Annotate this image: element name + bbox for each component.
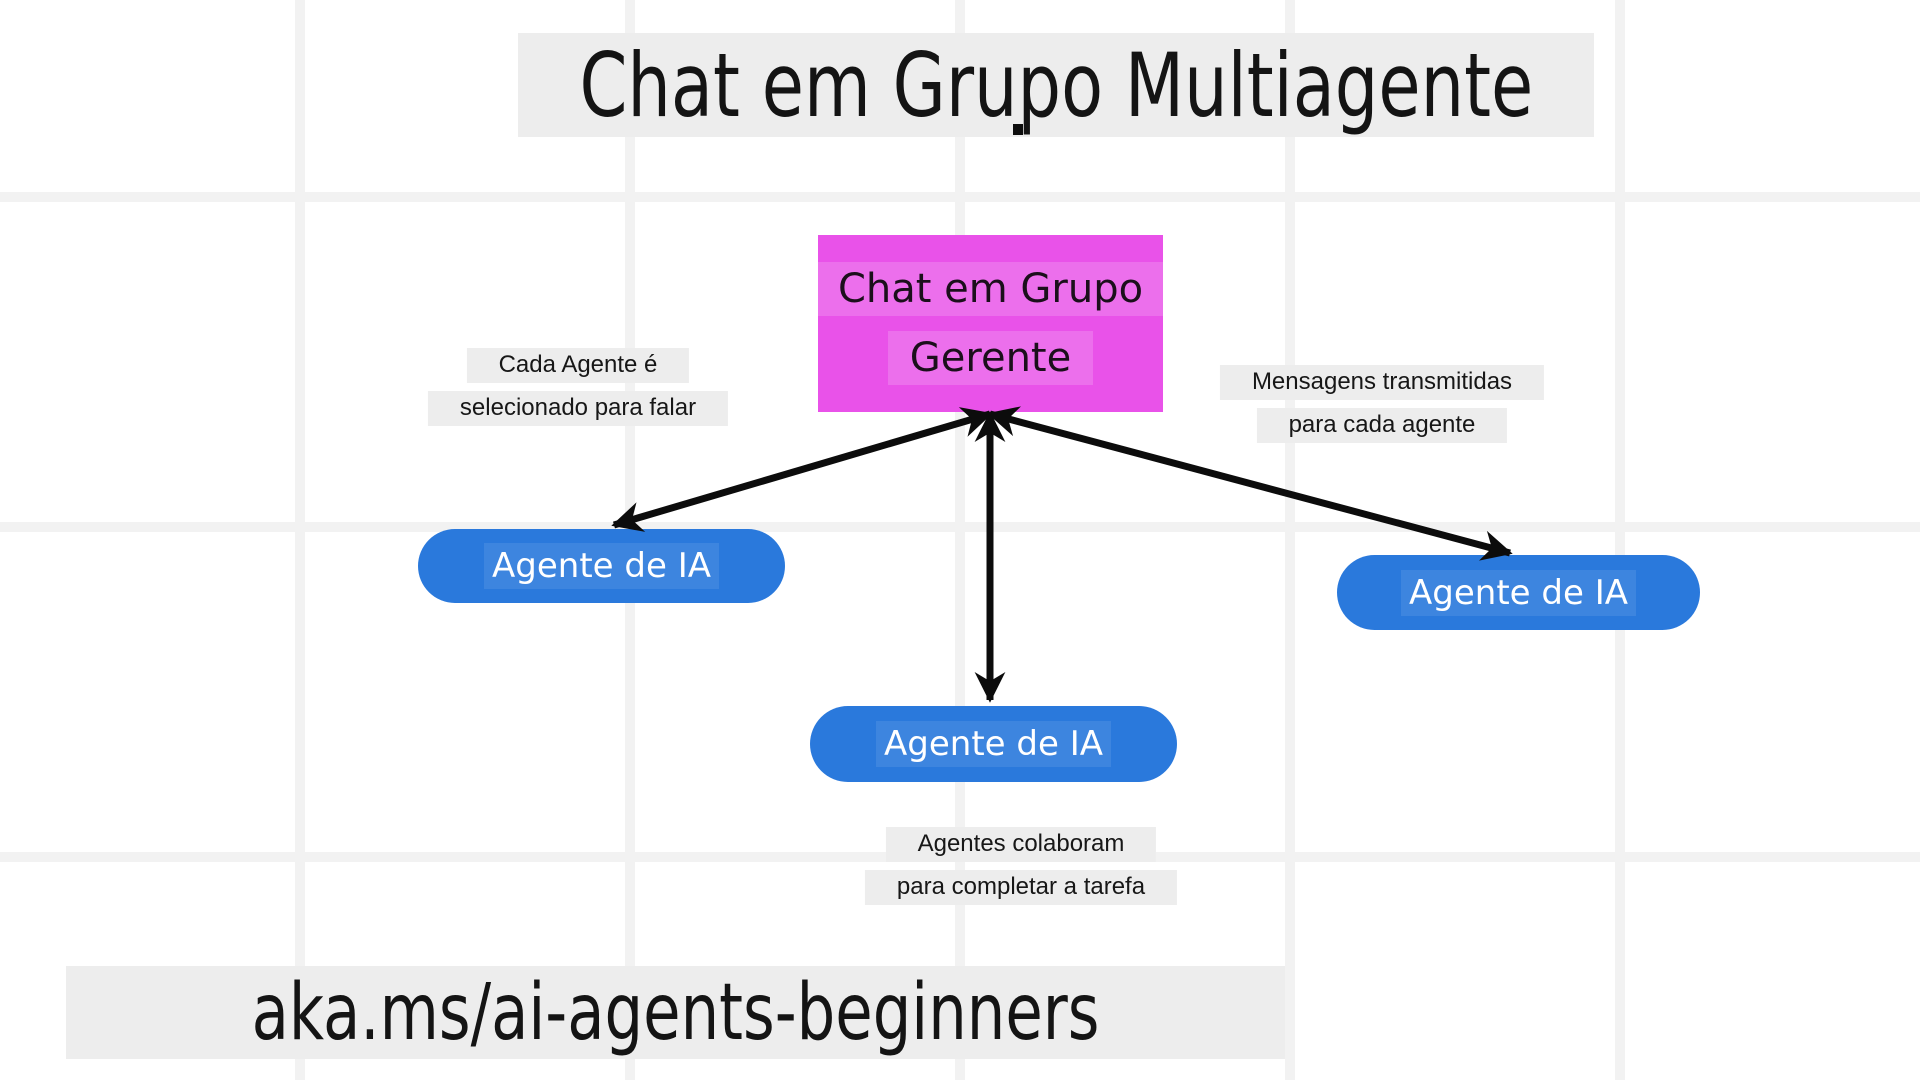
manager-node-line1: Chat em Grupo — [815, 262, 1166, 316]
footer-link-text: aka.ms/ai-agents-beginners — [251, 967, 1100, 1058]
agent-node-left-label: Agente de IA — [484, 543, 719, 589]
annotation-agent-selection-line1: Cada Agente é — [466, 348, 690, 383]
annotation-message-broadcast-line1: Mensagens transmitidas — [1219, 365, 1545, 400]
annotation-agent-collaboration: Agentes colaboram para completar a taref… — [864, 827, 1178, 905]
annotation-agent-collaboration-line1: Agentes colaboram — [885, 827, 1157, 862]
agent-node-center-label: Agente de IA — [876, 721, 1111, 767]
annotation-message-broadcast: Mensagens transmitidas para cada agente — [1219, 365, 1545, 443]
annotation-agent-selection-line2: selecionado para falar — [427, 390, 729, 426]
annotation-agent-selection: Cada Agente é selecionado para falar — [427, 348, 729, 426]
agent-node-center: Agente de IA — [810, 706, 1177, 782]
agent-node-right: Agente de IA — [1337, 555, 1700, 630]
diagram-title: Chat em Grupo Multiagente — [579, 33, 1533, 137]
arrow-manager-to-left-agent — [611, 407, 993, 532]
title-banner: Chat em Grupo Multiagente — [518, 33, 1594, 137]
artifact-mark — [1013, 124, 1023, 135]
agent-node-left: Agente de IA — [418, 529, 785, 603]
annotation-agent-collaboration-line2: para completar a tarefa — [864, 869, 1178, 905]
agent-node-right-label: Agente de IA — [1401, 569, 1636, 616]
manager-node-line2: Gerente — [887, 331, 1094, 385]
footer-banner: aka.ms/ai-agents-beginners — [66, 966, 1285, 1059]
annotation-message-broadcast-line2: para cada agente — [1256, 407, 1508, 443]
manager-node: Chat em Grupo Gerente — [815, 235, 1166, 412]
